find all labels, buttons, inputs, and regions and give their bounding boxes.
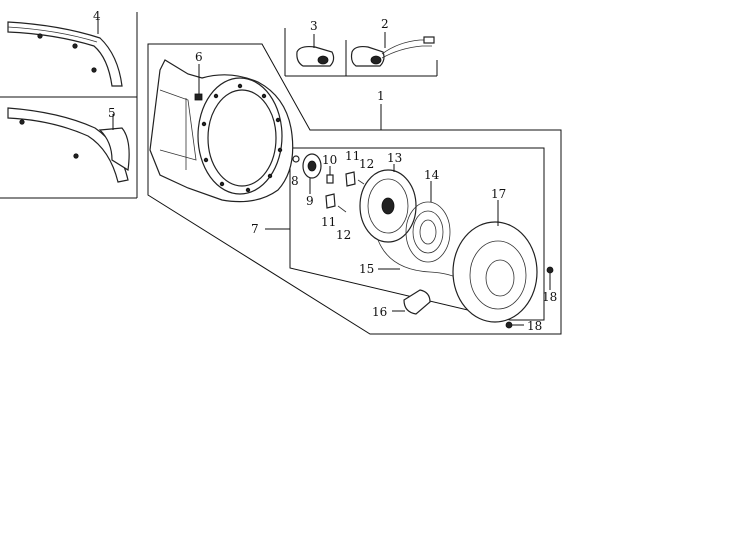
- callout-12-bottom: 12: [336, 228, 351, 242]
- callout-12-top: 12: [359, 157, 374, 171]
- callout-1: 1: [377, 89, 385, 103]
- callout-3: 3: [310, 19, 318, 33]
- callout-16: 16: [372, 305, 387, 319]
- callout-18-bottom: 18: [527, 319, 542, 333]
- starter-frame: [265, 147, 545, 321]
- callout-5: 5: [108, 106, 116, 120]
- callout-13: 13: [387, 151, 402, 165]
- callout-18-right: 18: [542, 290, 557, 304]
- callout-15: 15: [359, 262, 374, 276]
- inset-panels: [0, 12, 138, 199]
- callout-17: 17: [491, 187, 506, 201]
- callout-4: 4: [93, 9, 101, 23]
- callout-10: 10: [322, 153, 337, 167]
- callout-14: 14: [424, 168, 440, 182]
- callout-labels: 4 5 3 2 1 6 7 8 9 10 11 12 11 12 13 14 1…: [93, 9, 557, 333]
- callout-9: 9: [306, 194, 314, 208]
- callout-6: 6: [195, 50, 203, 64]
- switch-group: [284, 28, 438, 77]
- callout-8: 8: [291, 174, 299, 188]
- callout-11-bottom: 11: [321, 215, 336, 229]
- assembly-frame: [147, 43, 562, 335]
- callout-11-top: 11: [345, 149, 360, 163]
- callout-7: 7: [251, 222, 259, 236]
- callout-2: 2: [381, 17, 389, 31]
- part-5-bracket: [7, 107, 130, 183]
- starter-parts: [292, 153, 554, 329]
- part-4-rim: [7, 20, 123, 87]
- fan-cover: [149, 59, 294, 203]
